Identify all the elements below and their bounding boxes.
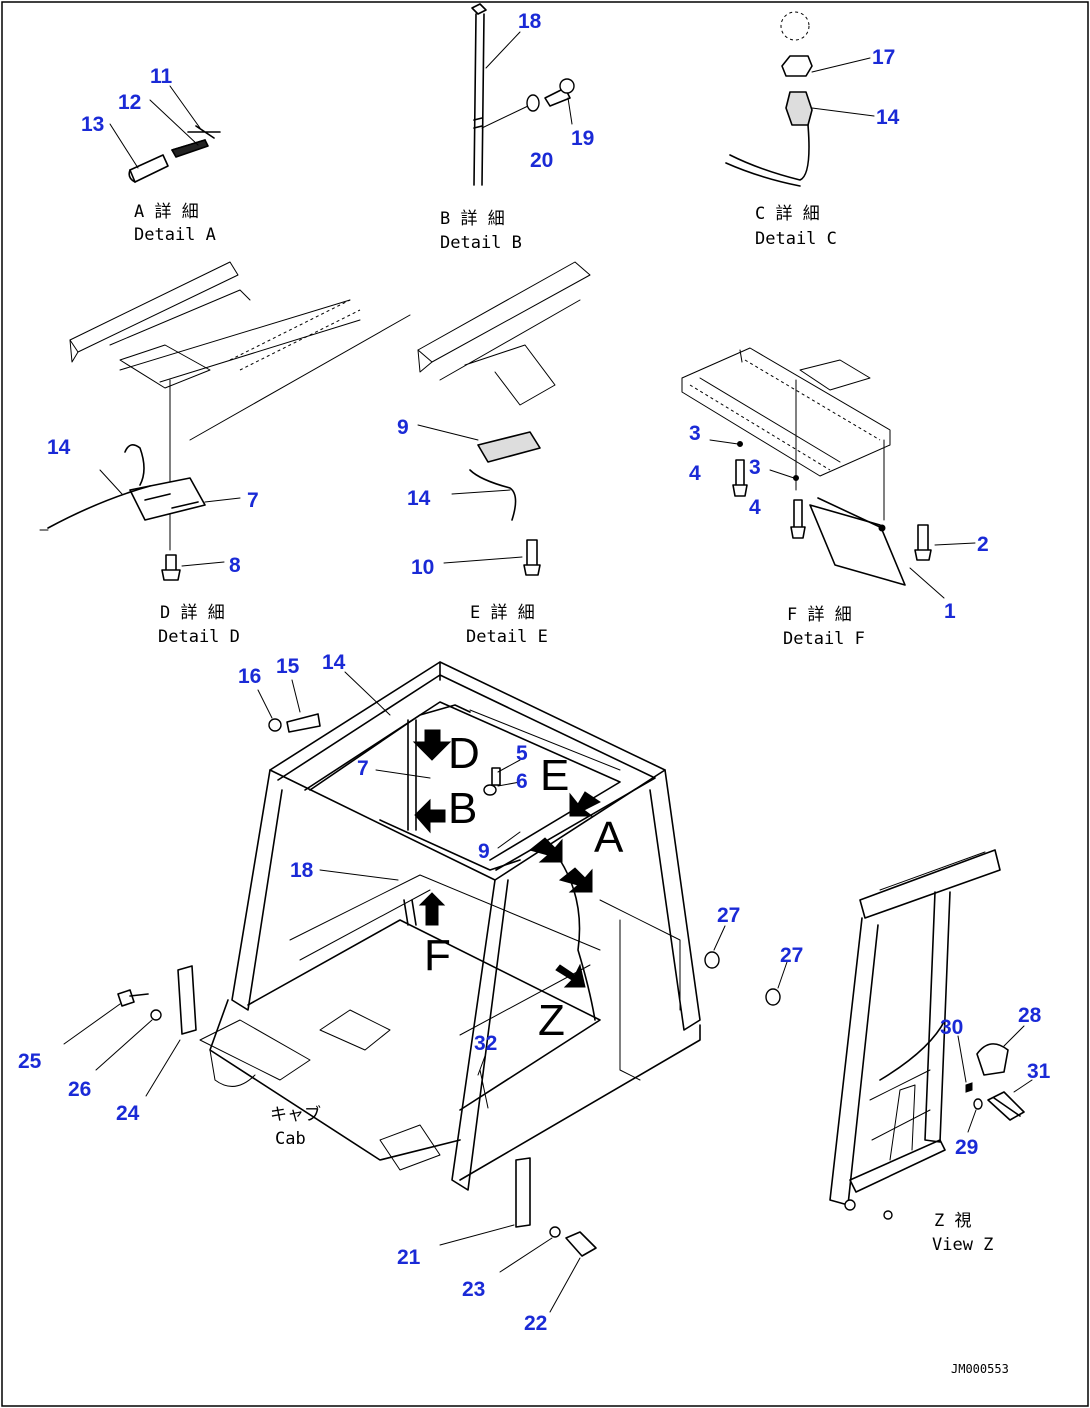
detail-b-en: Detail B (440, 233, 522, 253)
callout-29: 29 (955, 1136, 978, 1159)
detail-e-jp: E 詳 細 (470, 603, 535, 623)
callout-15: 15 (276, 655, 300, 678)
callout-14-detail-e: 14 (407, 487, 431, 510)
callout-21: 21 (397, 1246, 421, 1269)
callout-1: 1 (944, 600, 956, 623)
view-z-en: View Z (932, 1235, 993, 1255)
view-z-jp: Z 視 (934, 1211, 971, 1231)
cab-label-jp: キャブ (270, 1104, 321, 1125)
callout-18-detail-b: 18 (518, 10, 542, 33)
view-marker-e: E (540, 751, 569, 800)
callout-22: 22 (524, 1312, 547, 1335)
detail-f-jp: F 詳 細 (787, 605, 852, 625)
detail-d-en: Detail D (158, 627, 240, 647)
view-marker-d: D (448, 729, 480, 778)
callout-17: 17 (872, 46, 895, 69)
detail-d-drawing (39, 261, 411, 581)
detail-c-jp: C 詳 細 (755, 204, 820, 224)
callout-23: 23 (462, 1278, 485, 1301)
view-z-drawing (829, 849, 1033, 1220)
detail-c-en: Detail C (755, 229, 837, 249)
callout-13: 13 (81, 113, 104, 136)
callout-10: 10 (411, 556, 434, 579)
detail-d-jp: D 詳 細 (160, 603, 225, 623)
callout-27-lower: 27 (780, 944, 803, 967)
callout-20: 20 (530, 149, 553, 172)
callout-28: 28 (1018, 1004, 1042, 1027)
callout-7-main: 7 (357, 757, 369, 780)
detail-a-en: Detail A (134, 225, 216, 245)
callout-3-top: 3 (689, 422, 701, 445)
callout-11: 11 (150, 65, 173, 88)
callout-30: 30 (940, 1016, 963, 1039)
view-marker-a: A (594, 813, 624, 862)
detail-f-drawing (681, 347, 976, 599)
callout-14-main: 14 (322, 651, 346, 674)
callout-14-detail-d: 14 (47, 436, 71, 459)
detail-a-drawing (109, 85, 221, 183)
callout-24: 24 (116, 1102, 140, 1125)
view-marker-z: Z (538, 996, 565, 1045)
callout-26: 26 (68, 1078, 91, 1101)
detail-b-jp: B 詳 細 (440, 209, 505, 229)
callout-14-detail-c: 14 (876, 106, 900, 129)
detail-b-drawing (471, 3, 575, 186)
drawing-code: JM000553 (951, 1362, 1009, 1376)
callout-3-mid: 3 (749, 456, 761, 479)
cab-label-en: Cab (275, 1129, 306, 1149)
view-marker-f: F (424, 931, 451, 980)
callout-5: 5 (516, 742, 528, 765)
callout-8: 8 (229, 554, 241, 577)
callout-25: 25 (18, 1050, 42, 1073)
callout-12: 12 (118, 91, 141, 114)
detail-e-en: Detail E (466, 627, 548, 647)
callout-7-detail-d: 7 (247, 489, 259, 512)
callout-6: 6 (516, 770, 528, 793)
callout-4-left: 4 (689, 462, 701, 485)
callout-16: 16 (238, 665, 261, 688)
detail-f-en: Detail F (783, 629, 865, 649)
callout-19: 19 (571, 127, 594, 150)
callout-9-main: 9 (478, 840, 490, 863)
callout-9-detail-e: 9 (397, 416, 409, 439)
callout-32: 32 (474, 1032, 497, 1055)
callout-18-main: 18 (290, 859, 314, 882)
detail-a-jp: A 詳 細 (134, 202, 199, 222)
detail-e-drawing (417, 261, 591, 576)
callout-2: 2 (977, 533, 989, 556)
cab-frame-drawing (63, 661, 788, 1313)
callout-27-upper: 27 (717, 904, 740, 927)
callout-31: 31 (1027, 1060, 1051, 1083)
detail-c-drawing (725, 11, 875, 187)
view-marker-b: B (448, 784, 477, 833)
callout-4-mid: 4 (749, 496, 761, 519)
